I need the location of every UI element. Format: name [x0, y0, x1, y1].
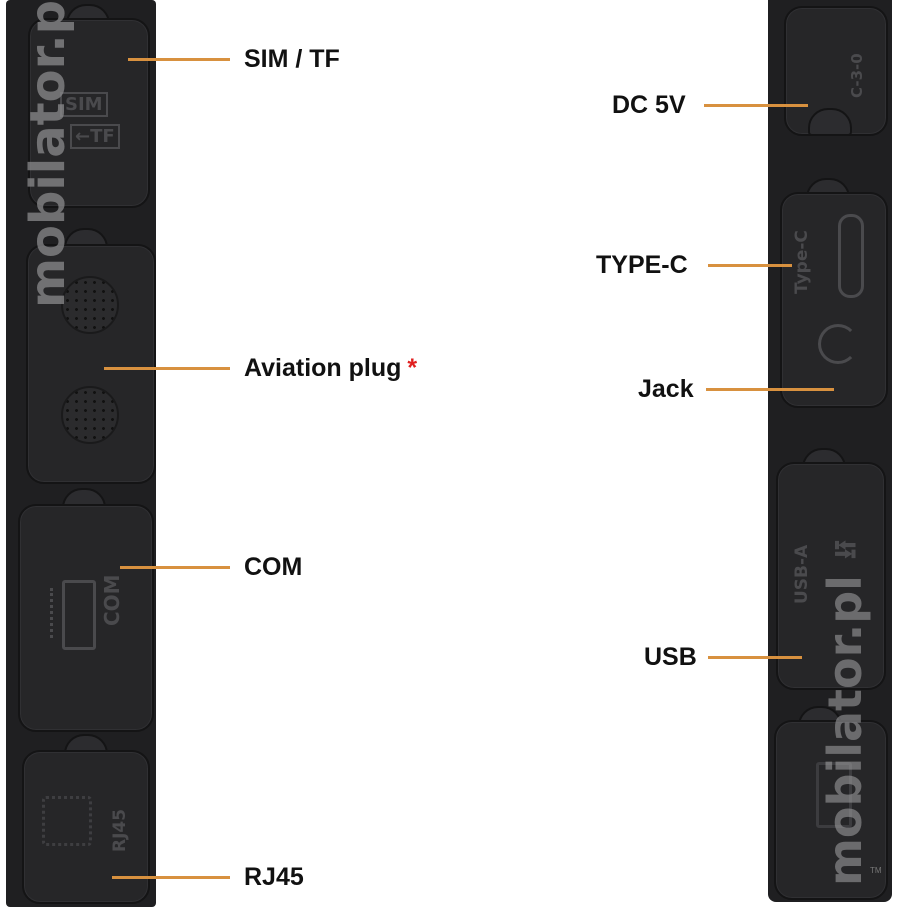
tf-engraving: ←TF — [70, 124, 120, 149]
callout-label: TYPE-C — [596, 251, 688, 279]
sim-tf-cover: SIM ←TF — [28, 18, 150, 208]
left-device-panel: SIM ←TF COM RJ45 — [6, 0, 156, 907]
com-port-symbol — [62, 580, 96, 650]
com-pin-dots — [50, 588, 56, 638]
callout-label: COM — [244, 553, 303, 581]
usb-symbol-icon: ⭿ — [829, 539, 865, 560]
right-device-panel: C-3-0 Type-C USB-A ⭿ — [768, 0, 892, 902]
callout-line — [706, 388, 834, 391]
sim-engraving: SIM — [60, 92, 108, 117]
callout-label: DC 5V — [612, 91, 686, 119]
callout-label: RJ45 — [244, 863, 304, 891]
com-engraving: COM — [100, 574, 124, 626]
callout-line — [708, 656, 802, 659]
callout-line — [104, 367, 230, 370]
bottom-port-symbol — [816, 762, 852, 828]
typec-port-symbol — [838, 214, 864, 298]
bottom-port-cover — [774, 720, 888, 900]
aviation-grille-bottom — [61, 386, 119, 444]
dc-cover-tab — [808, 108, 852, 136]
rj45-port-symbol — [42, 796, 92, 846]
usb-cover: USB-A ⭿ — [776, 462, 886, 690]
callout-label: USB — [644, 643, 697, 671]
typec-engraving: Type-C — [792, 230, 812, 294]
callout-line — [120, 566, 230, 569]
callout-line — [128, 58, 230, 61]
headphone-jack-icon — [818, 324, 858, 364]
callout-line — [112, 876, 230, 879]
rj45-cover: RJ45 — [22, 750, 150, 904]
callout-label: Jack — [638, 375, 694, 403]
aviation-grille-top — [61, 276, 119, 334]
callout-label: Aviation plug* — [244, 353, 417, 383]
watermark-left: mobilator.pl — [20, 0, 76, 308]
callout-label: SIM / TF — [244, 45, 340, 73]
rj45-engraving: RJ45 — [110, 808, 130, 852]
aviation-asterisk: * — [407, 354, 418, 382]
watermark-tm: TM — [870, 866, 882, 875]
aviation-label-text: Aviation plug — [244, 354, 402, 382]
aviation-plug-cover — [26, 244, 156, 484]
usba-engraving: USB-A — [792, 544, 812, 604]
typec-jack-cover: Type-C — [780, 192, 888, 408]
com-cover: COM — [18, 504, 154, 732]
callout-line — [708, 264, 792, 267]
watermark-right: mobilator.pl — [818, 575, 872, 886]
callout-line — [704, 104, 808, 107]
dc-engraving: C-3-0 — [848, 53, 866, 98]
